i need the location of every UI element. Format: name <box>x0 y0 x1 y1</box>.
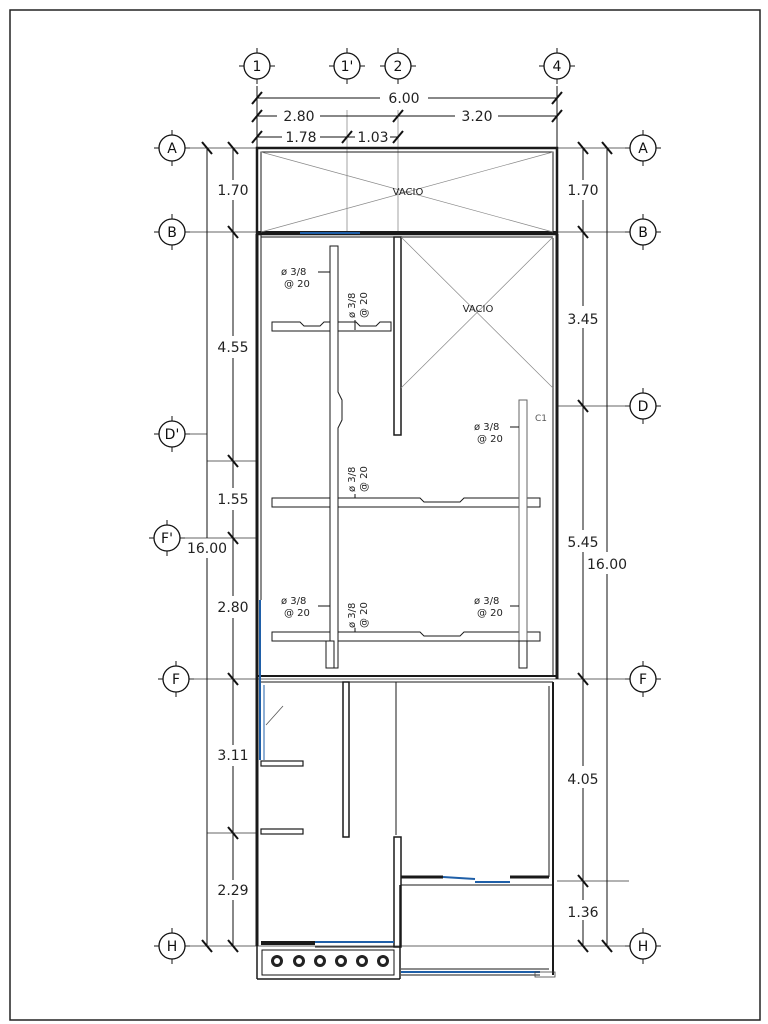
axis-label: A <box>167 141 177 157</box>
dim-right-2: 3.45 <box>567 312 598 328</box>
axis-bubble-1: 1 <box>239 48 275 84</box>
void-label-right: VACIO <box>463 304 494 315</box>
void-right <box>400 236 554 389</box>
plant-icon <box>271 955 283 967</box>
rebar-annotation-3: ø 3/8 @ 20 <box>474 422 519 445</box>
axis-bubble-left-B: B <box>154 214 190 250</box>
door-swing-line <box>265 705 284 726</box>
axis-label: 1 <box>253 59 262 75</box>
dim-left-span: 2.80 <box>283 109 314 125</box>
axis-bubble-right-B: B <box>625 214 661 250</box>
dim-right-total: 16.00 <box>587 557 627 573</box>
dim-left-4: 2.80 <box>217 600 248 616</box>
sheet-border <box>9 9 761 1021</box>
axis-label: 1' <box>341 59 354 75</box>
rebar-diameter: ø 3/8 <box>347 293 358 318</box>
axis-bubble-left-F: F <box>158 661 194 697</box>
axis-label: D <box>638 399 649 415</box>
rebar-annotation-6: ø 3/8 @ 20 <box>347 602 370 632</box>
rebar-spacing: @ 20 <box>359 602 370 628</box>
rebar-diameter: ø 3/8 <box>474 422 499 433</box>
drain-grate <box>534 971 556 978</box>
axis-bubble-4: 4 <box>539 48 575 84</box>
left-dimensions <box>201 141 239 953</box>
axis-label: B <box>638 225 648 241</box>
axis-label: B <box>167 225 177 241</box>
axis-label: 4 <box>553 59 562 75</box>
axis-label: H <box>638 939 649 955</box>
dim-left-6: 2.29 <box>217 883 248 899</box>
rebar-diameter: ø 3/8 <box>474 596 499 607</box>
dim-right-4: 4.05 <box>567 772 598 788</box>
dim-right-5: 1.36 <box>567 905 598 921</box>
plant-icon <box>356 955 368 967</box>
axis-bubble-right-F: F <box>625 661 661 697</box>
plant-icon <box>293 955 305 967</box>
axis-label: D' <box>165 427 180 443</box>
axis-bubble-left-H: H <box>154 928 190 964</box>
rebar-spacing: @ 20 <box>359 466 370 492</box>
axis-label: F' <box>161 531 173 547</box>
axis-bubble-left-A: A <box>154 130 190 166</box>
rebar-annotation-1: ø 3/8 @ 20 <box>281 267 330 290</box>
plant-icon <box>377 955 389 967</box>
rebar-spacing: @ 20 <box>284 279 310 290</box>
beams <box>271 245 541 669</box>
window-frames <box>315 946 540 976</box>
void-top <box>260 151 554 233</box>
axis-bubble-right-H: H <box>625 928 661 964</box>
rebar-annotation-4: ø 3/8 @ 20 <box>347 466 370 498</box>
rebar-annotation-2: ø 3/8 @ 20 <box>347 292 370 330</box>
rebar-diameter: ø 3/8 <box>347 467 358 492</box>
dim-left-5: 3.11 <box>217 748 248 764</box>
rebar-diameter: ø 3/8 <box>281 596 306 607</box>
rebar-diameter: ø 3/8 <box>281 267 306 278</box>
dim-total-width: 6.00 <box>388 91 419 107</box>
rebar-spacing: @ 20 <box>477 608 503 619</box>
dim-left-3: 1.55 <box>217 492 248 508</box>
axis-label: A <box>638 141 648 157</box>
axis-label: 2 <box>394 59 403 75</box>
windows <box>259 232 540 973</box>
axis-bubble-2: 2 <box>380 48 416 84</box>
plant-icon <box>314 955 326 967</box>
axis-bubble-left-D-prime: D' <box>154 416 190 452</box>
axis-bubble-right-D: D <box>625 388 661 424</box>
dim-right-span: 3.20 <box>461 109 492 125</box>
column-label: C1 <box>535 414 547 424</box>
right-dimensions <box>577 141 613 953</box>
dim-left-2: 4.55 <box>217 340 248 356</box>
dim-left-1: 1.70 <box>217 183 248 199</box>
rebar-spacing: @ 20 <box>359 292 370 318</box>
dim-right-1: 1.70 <box>567 183 598 199</box>
axis-bubble-1-prime: 1' <box>329 48 365 84</box>
plant-icon <box>335 955 347 967</box>
rebar-annotation-7: ø 3/8 @ 20 <box>474 596 519 619</box>
dim-sub-a: 1.78 <box>285 130 316 146</box>
rebar-spacing: @ 20 <box>284 608 310 619</box>
axis-bubble-left-F-prime: F' <box>149 520 185 556</box>
dim-left-total: 16.00 <box>187 541 227 557</box>
rebar-spacing: @ 20 <box>477 434 503 445</box>
axis-label: H <box>167 939 178 955</box>
grid-lines <box>181 147 629 947</box>
rebar-annotation-5: ø 3/8 @ 20 <box>281 596 330 619</box>
axis-bubble-right-A: A <box>625 130 661 166</box>
rebar-diameter: ø 3/8 <box>347 603 358 628</box>
axis-label: F <box>172 672 180 688</box>
top-dimensions <box>251 86 563 235</box>
axis-label: F <box>639 672 647 688</box>
dim-sub-b: 1.03 <box>357 130 388 146</box>
dim-right-3: 5.45 <box>567 535 598 551</box>
planter-strip <box>261 949 395 976</box>
void-label-top: VACIO <box>393 187 424 198</box>
